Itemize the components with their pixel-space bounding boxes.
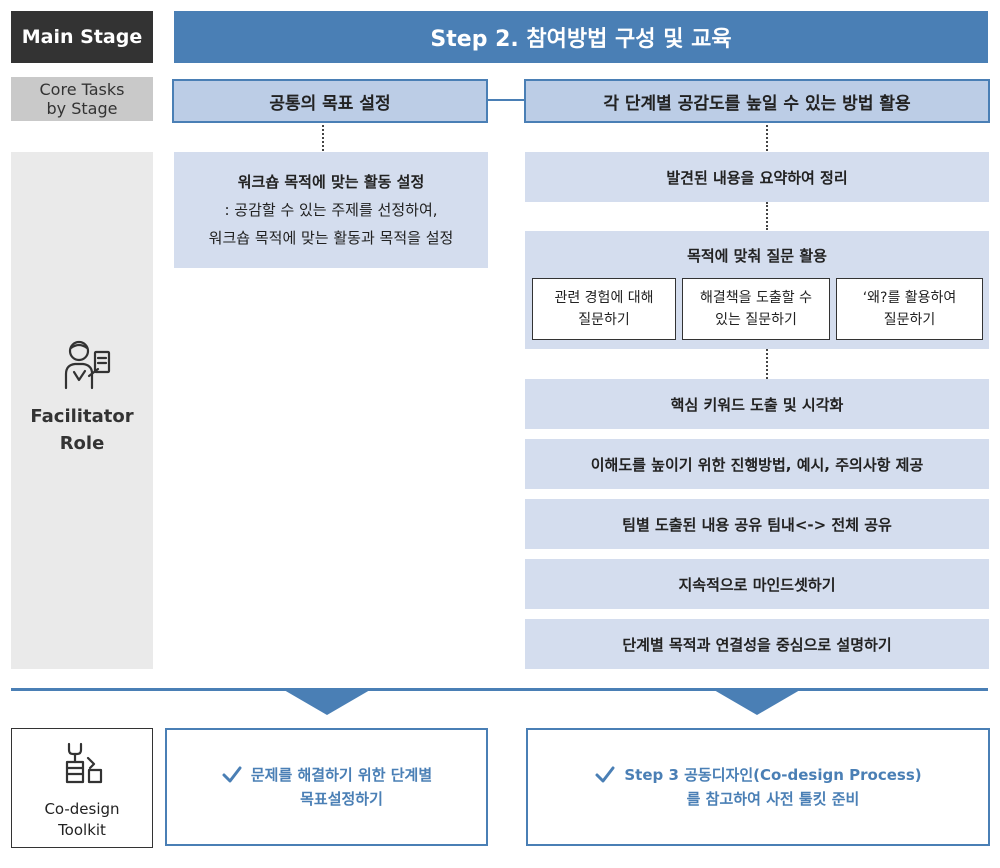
question-why: ‘왜?를 활용하여 질문하기 — [836, 278, 983, 340]
question-line2: 질문하기 — [883, 312, 936, 328]
arrow-down-icon — [284, 690, 370, 715]
toolkit-output-prepare: Step 3 공동디자인(Co-design Process) 를 참고하여 사… — [526, 728, 990, 846]
facilitator-panel — [11, 152, 153, 669]
facilitator-label-line2: Role — [59, 433, 105, 454]
core-tasks-label-line1: Core Tasks — [39, 80, 125, 99]
question-line2: 있는 질문하기 — [715, 312, 797, 328]
step-title: Step 2. 참여방법 구성 및 교육 — [174, 11, 988, 63]
question-group: 목적에 맞춰 질문 활용 관련 경험에 대해 질문하기 해결책을 도출할 수 있… — [525, 231, 989, 349]
connector-dotted — [766, 202, 768, 230]
output-line1: Step 3 공동디자인(Co-design Process) — [624, 766, 922, 784]
activity-mindset: 지속적으로 마인드셋하기 — [525, 559, 989, 609]
connector-dotted — [766, 125, 768, 151]
core-tasks-label-line2: by Stage — [46, 99, 118, 118]
section-divider — [11, 688, 988, 691]
question-line1: 관련 경험에 대해 — [554, 290, 654, 306]
connector-dotted — [322, 125, 324, 151]
toolkit-label-line1: Co-design — [44, 800, 120, 818]
toolkit-label-line2: Toolkit — [58, 821, 106, 839]
workshop-activity-box: 워크숍 목적에 맞는 활동 설정 : 공감할 수 있는 주제를 선정하여, 워크… — [174, 152, 488, 268]
question-line1: ‘왜?를 활용하여 — [862, 290, 957, 306]
main-stage-label: Main Stage — [11, 11, 153, 63]
activity-explain: 단계별 목적과 연결성을 중심으로 설명하기 — [525, 619, 989, 669]
check-icon — [595, 766, 615, 783]
facilitator-label-line1: Facilitator — [30, 406, 134, 427]
core-task-common-goal: 공통의 목표 설정 — [172, 79, 488, 123]
activity-keywords: 핵심 키워드 도출 및 시각화 — [525, 379, 989, 429]
workshop-line3: 워크숍 목적에 맞는 활동과 목적을 설정 — [208, 229, 454, 247]
activity-guidance: 이해도를 높이기 위한 진행방법, 예시, 주의사항 제공 — [525, 439, 989, 489]
output-line1: 문제를 해결하기 위한 단계별 — [250, 766, 433, 784]
output-line2: 를 참고하여 사전 툴킷 준비 — [686, 790, 860, 808]
toolkit-output-goal-setting: 문제를 해결하기 위한 단계별 목표설정하기 — [165, 728, 488, 846]
output-line2: 목표설정하기 — [300, 790, 383, 808]
question-solution: 해결책을 도출할 수 있는 질문하기 — [682, 278, 830, 340]
activity-summarize: 발견된 내용을 요약하여 정리 — [525, 152, 989, 202]
check-icon — [222, 766, 242, 783]
toolkit-label: Co-design Toolkit — [11, 798, 153, 842]
facilitator-icon — [64, 340, 111, 390]
question-group-title: 목적에 맞춰 질문 활용 — [687, 246, 827, 265]
core-tasks-label: Core Tasks by Stage — [11, 77, 153, 121]
arrow-down-icon — [714, 690, 800, 715]
facilitator-role-label: Facilitator Role — [11, 402, 153, 458]
question-line2: 질문하기 — [578, 312, 630, 328]
question-line1: 해결책을 도출할 수 — [700, 290, 812, 306]
connector-dotted — [766, 349, 768, 379]
activity-sharing: 팀별 도출된 내용 공유 팀내<-> 전체 공유 — [525, 499, 989, 549]
workshop-title: 워크숍 목적에 맞는 활동 설정 — [237, 173, 425, 191]
task-connector-line — [488, 99, 524, 101]
core-task-empathy-methods: 각 단계별 공감도를 높일 수 있는 방법 활용 — [524, 79, 990, 123]
toolkit-icon — [65, 742, 103, 784]
question-experience: 관련 경험에 대해 질문하기 — [532, 278, 676, 340]
workshop-line2: : 공감할 수 있는 주제를 선정하여, — [224, 201, 438, 219]
